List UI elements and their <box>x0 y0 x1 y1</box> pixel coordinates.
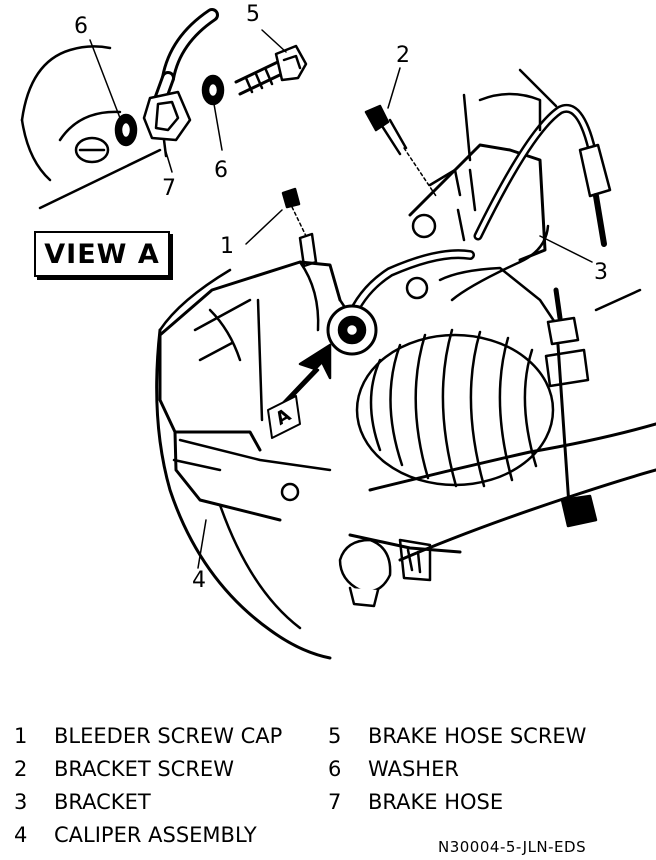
cv-boot <box>355 328 555 488</box>
legend-item: 5 BRAKE HOSE SCREW <box>328 726 586 747</box>
legend-label: BLEEDER SCREW CAP <box>54 724 283 748</box>
brake-line <box>345 104 612 325</box>
legend-label: WASHER <box>368 757 459 781</box>
figure-id: N30004-5-JLN-EDS <box>438 838 587 856</box>
caliper-exploded-diagram: A <box>20 8 656 660</box>
legend-item: 2 BRACKET SCREW <box>14 759 234 780</box>
legend-label: BRACKET SCREW <box>54 757 234 781</box>
bleeder-screw-cap <box>281 187 318 268</box>
legend-number: 1 <box>14 724 28 748</box>
callout-2-bracket-screw: 2 <box>396 43 410 68</box>
callout-4-caliper-assembly: 4 <box>192 568 206 593</box>
legend-item: 6 WASHER <box>328 759 459 780</box>
legend-number: 4 <box>14 823 28 847</box>
legend-number: 7 <box>328 790 342 814</box>
arrow-a-marker <box>267 343 332 439</box>
bracket <box>408 143 550 302</box>
legend-item: 4 CALIPER ASSEMBLY <box>14 825 257 846</box>
legend-number: 2 <box>14 757 28 781</box>
legend-label: BRAKE HOSE SCREW <box>368 724 587 748</box>
caliper-body <box>158 260 362 522</box>
view-a-label: VIEW A <box>44 238 160 270</box>
legend-label: BRAKE HOSE <box>368 790 504 814</box>
washer-right <box>201 74 225 106</box>
callout-7-brake-hose: 7 <box>162 176 176 201</box>
callout-6-washer-left: 6 <box>74 14 88 39</box>
callout-6-washer-right: 6 <box>214 158 228 183</box>
stabilizer-link <box>544 287 642 528</box>
view-a-label-box: VIEW A <box>34 231 170 277</box>
washer-left <box>114 113 138 147</box>
knuckle <box>438 68 562 332</box>
tie-rod-end <box>338 533 462 608</box>
lower-control-arm <box>368 422 656 562</box>
brake-rotor <box>155 268 332 660</box>
inset-leader-lines <box>89 29 287 173</box>
legend-number: 5 <box>328 724 342 748</box>
main-leader-lines <box>197 67 593 569</box>
legend-item: 1 BLEEDER SCREW CAP <box>14 726 282 747</box>
legend-label: BRACKET <box>54 790 151 814</box>
callout-1-bleeder-screw-cap: 1 <box>220 234 234 259</box>
legend-number: 6 <box>328 757 342 781</box>
callout-3-bracket: 3 <box>594 260 608 285</box>
brake-hose-fitting <box>142 90 192 158</box>
legend-label: CALIPER ASSEMBLY <box>54 823 257 847</box>
bracket-screw <box>364 104 437 197</box>
hose-fitting-main <box>326 276 429 356</box>
brake-hose-screw <box>234 44 308 96</box>
legend-item: 7 BRAKE HOSE <box>328 792 503 813</box>
legend-number: 3 <box>14 790 28 814</box>
legend-item: 3 BRACKET <box>14 792 151 813</box>
callout-5-brake-hose-screw: 5 <box>246 2 260 27</box>
